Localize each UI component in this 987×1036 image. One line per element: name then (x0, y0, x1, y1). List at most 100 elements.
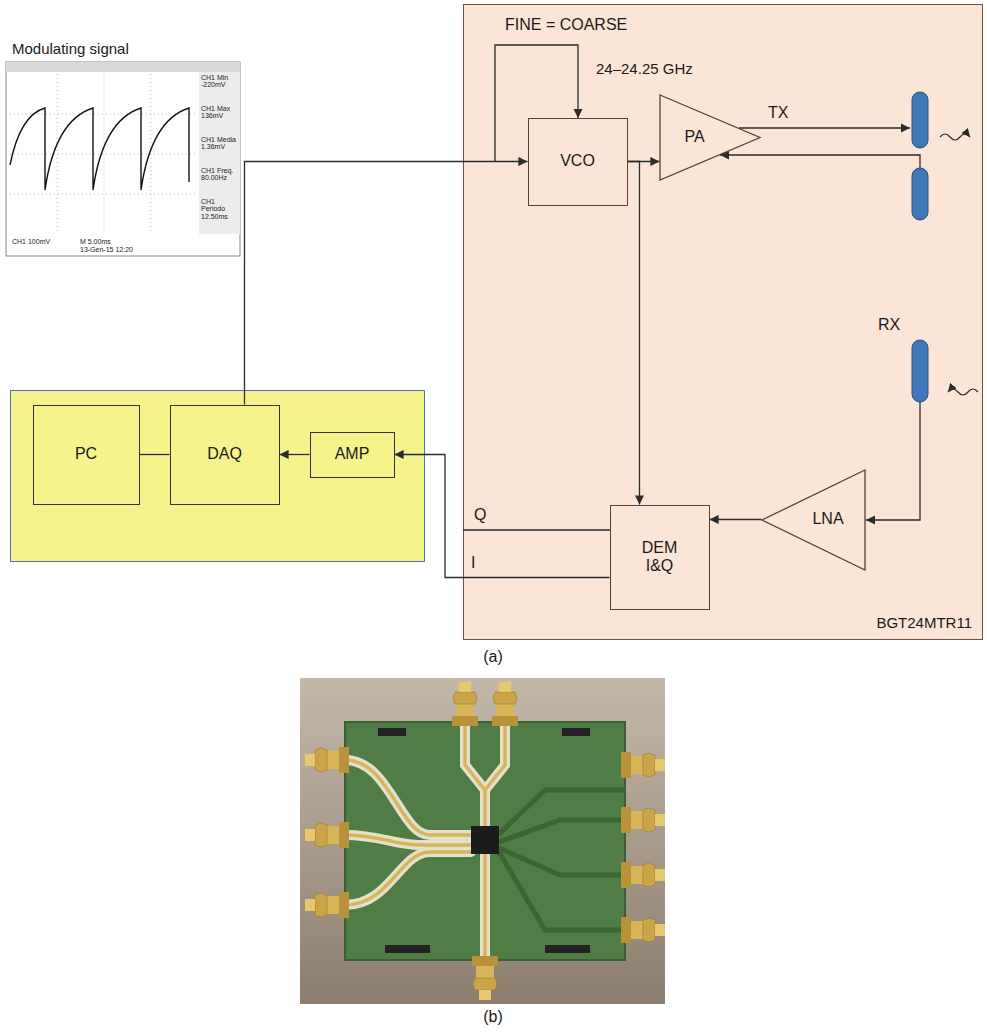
trace-path (483, 854, 487, 960)
node-label: PA (684, 128, 704, 146)
pin-header (385, 945, 430, 953)
gold-traces (345, 722, 505, 960)
scope-readout: CH1 100mV (12, 238, 50, 245)
scope-readout: CH1 Freq. 80.00Hz (201, 167, 238, 182)
tx-line (739, 127, 910, 128)
node-label: DAQ (207, 445, 242, 463)
signal-name: RX (878, 316, 900, 334)
trace-path (345, 760, 471, 835)
frequency-label: 24–24.25 GHz (596, 60, 693, 77)
scope-readout: CH1 Media 1.36mV (201, 136, 238, 151)
label-holder: Modulating signal (12, 40, 129, 57)
node-label: LNA (812, 510, 843, 528)
signal-arrow (140, 454, 170, 455)
lna-triangle: LNA (762, 470, 865, 570)
node-label: AMP (335, 445, 370, 463)
sma-connector (472, 956, 498, 1000)
scope-readout: M 5.00ms (80, 238, 111, 245)
scope-top-bar (6, 62, 240, 72)
label-holder: CH1 Periodo 12.50ms (201, 198, 238, 220)
q-line (463, 529, 610, 530)
triangle-shape (660, 95, 760, 180)
trace-path (345, 852, 471, 905)
sma-connector (621, 862, 665, 888)
label-holder: CH1 Min -220mV (201, 74, 238, 89)
grid-line (10, 154, 198, 155)
label-holder: CH1 Media 1.36mV (201, 136, 238, 151)
label-holder: Q (474, 506, 486, 524)
daq-block: DAQ (170, 405, 280, 505)
label-holder: FINE = COARSE (505, 16, 627, 34)
amp-block: AMP (310, 432, 395, 478)
node-label: PC (75, 445, 97, 463)
label-holder: RX (878, 316, 900, 334)
pcb-board (345, 722, 625, 960)
vco-block: VCO (528, 118, 628, 206)
signal-arrow (280, 454, 310, 455)
label-holder: CH1 100mV (12, 238, 50, 245)
label-holder: (b) (450, 1008, 536, 1026)
signal-name: Q (474, 506, 486, 524)
label-holder: CH1 Max 136mV (201, 105, 238, 120)
sma-connector (305, 747, 349, 773)
grid-line (10, 194, 198, 195)
sma-connector (305, 822, 349, 848)
antenna (912, 92, 928, 148)
pc-block: PC (33, 405, 140, 505)
trace-path (465, 722, 505, 826)
antenna (912, 340, 928, 402)
scope-sidebar (199, 72, 240, 234)
sma-connector (621, 807, 665, 833)
node-label: BGT24MTR11 (876, 614, 972, 631)
acquisition-panel: PC DAQ AMP (10, 390, 425, 562)
amplifier-triangle: PA (660, 95, 760, 180)
photo-background (300, 678, 665, 1004)
trace-path (499, 848, 625, 875)
label-holder: M 5.00ms (80, 238, 111, 245)
label-holder: 24–24.25 GHz (596, 60, 693, 77)
trace-clearance (345, 722, 505, 960)
scope-readout: CH1 Periodo 12.50ms (201, 198, 238, 220)
panel-label: (b) (450, 1008, 536, 1026)
trace-path (480, 854, 490, 960)
pin-header (545, 945, 590, 953)
sma-connector (621, 917, 665, 943)
panel-label: (a) (450, 648, 536, 666)
label-holder: (a) (450, 648, 536, 666)
grid-line (57, 74, 58, 234)
pin-header (378, 728, 406, 736)
label-holder: CH1 Freq. 80.00Hz (201, 167, 238, 182)
dark-traces (499, 790, 625, 930)
signal-name: TX (768, 104, 788, 122)
trace-path (499, 852, 625, 930)
trace-path (499, 820, 625, 842)
trace-path (345, 760, 471, 835)
signal-name: I (471, 554, 475, 572)
node-label: VCO (560, 152, 595, 170)
sma-connector (305, 892, 349, 918)
label-holder: 13-Gen-15 12:20 (80, 246, 133, 253)
chip-box: BGT24MTR11 VCO PA DEM I&Q LNA (463, 4, 983, 640)
sma-connector (621, 752, 665, 778)
node-label: DEM I&Q (642, 539, 678, 576)
edge-label-holder: I (471, 554, 475, 572)
grid-line (104, 74, 105, 234)
scope-grid (10, 74, 198, 234)
scope-readout: CH1 Min -220mV (201, 74, 238, 89)
antenna (912, 168, 928, 220)
sma-connector (452, 682, 478, 726)
pin-header (562, 728, 590, 736)
signal-arrow (710, 519, 762, 520)
trace-path (465, 722, 505, 826)
sma-connector (492, 682, 518, 726)
trace-path (345, 852, 471, 905)
trace-path (345, 835, 471, 845)
label-holder: TX (768, 104, 788, 122)
radar-chip (471, 826, 499, 854)
scope-readout: CH1 Max 136mV (201, 105, 238, 120)
scope-readout: 13-Gen-15 12:20 (80, 246, 133, 253)
trace-path (499, 790, 625, 834)
grid-line (10, 114, 198, 115)
triangle-shape (762, 470, 865, 570)
